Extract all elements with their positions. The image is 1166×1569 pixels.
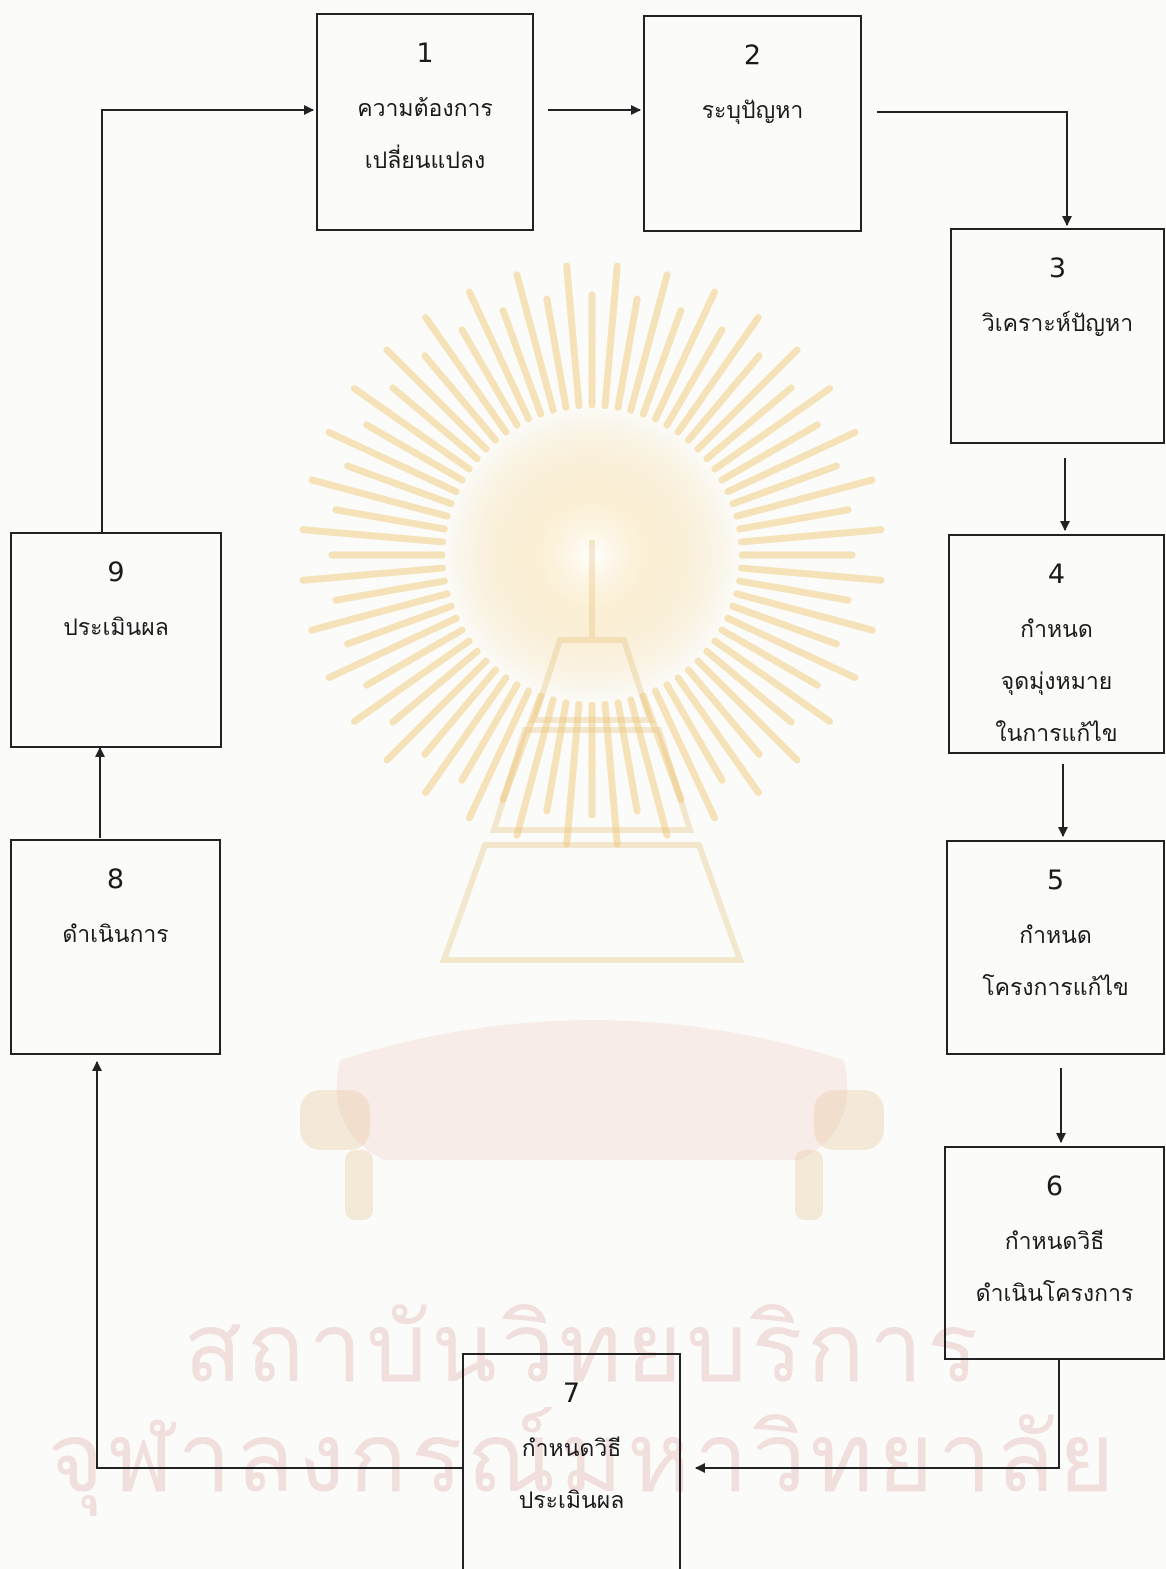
step-label: กำหนดวิธี ประเมินผล xyxy=(518,1436,625,1514)
step-box-7: 7 กำหนดวิธี ประเมินผล xyxy=(462,1353,681,1569)
step-box-9: 9 ประเมินผล xyxy=(10,532,222,748)
step-box-6: 6 กำหนดวิธี ดำเนินโครงการ xyxy=(944,1146,1165,1360)
step-label: ดำเนินการ xyxy=(62,922,169,948)
step-number: 5 xyxy=(1046,865,1065,896)
step-number: 7 xyxy=(562,1378,581,1409)
step-number: 8 xyxy=(106,864,125,895)
arrow-9-to-1 xyxy=(101,105,314,532)
step-box-5: 5 กำหนด โครงการแก้ไข xyxy=(946,840,1165,1055)
arrow-2-to-3 xyxy=(877,111,1072,226)
step-label: กำหนดวิธี ดำเนินโครงการ xyxy=(975,1229,1134,1307)
arrow-7-to-8 xyxy=(92,1061,462,1469)
step-label: วิเคราะห์ปัญหา xyxy=(981,311,1134,337)
step-box-3: 3 วิเคราะห์ปัญหา xyxy=(950,228,1165,444)
step-label: ระบุปัญหา xyxy=(701,98,804,124)
step-number: 3 xyxy=(1048,253,1067,284)
step-label: กำหนด โครงการแก้ไข xyxy=(982,923,1129,1001)
step-number: 6 xyxy=(1045,1171,1064,1202)
step-box-8: 8 ดำเนินการ xyxy=(10,839,221,1055)
step-label: ประเมินผล xyxy=(63,615,169,641)
step-box-1: 1 ความต้องการ เปลี่ยนแปลง xyxy=(316,13,534,231)
step-box-4: 4 กำหนด จุดมุ่งหมาย ในการแก้ไข xyxy=(948,534,1165,754)
step-number: 9 xyxy=(107,557,125,588)
step-number: 4 xyxy=(1047,559,1066,590)
step-box-2: 2 ระบุปัญหา xyxy=(643,15,862,232)
arrow-6-to-7 xyxy=(695,1360,1060,1473)
step-label: ความต้องการ เปลี่ยนแปลง xyxy=(357,96,493,174)
step-number: 2 xyxy=(743,40,762,71)
step-number: 1 xyxy=(416,38,434,69)
step-label: กำหนด จุดมุ่งหมาย ในการแก้ไข xyxy=(995,617,1118,747)
